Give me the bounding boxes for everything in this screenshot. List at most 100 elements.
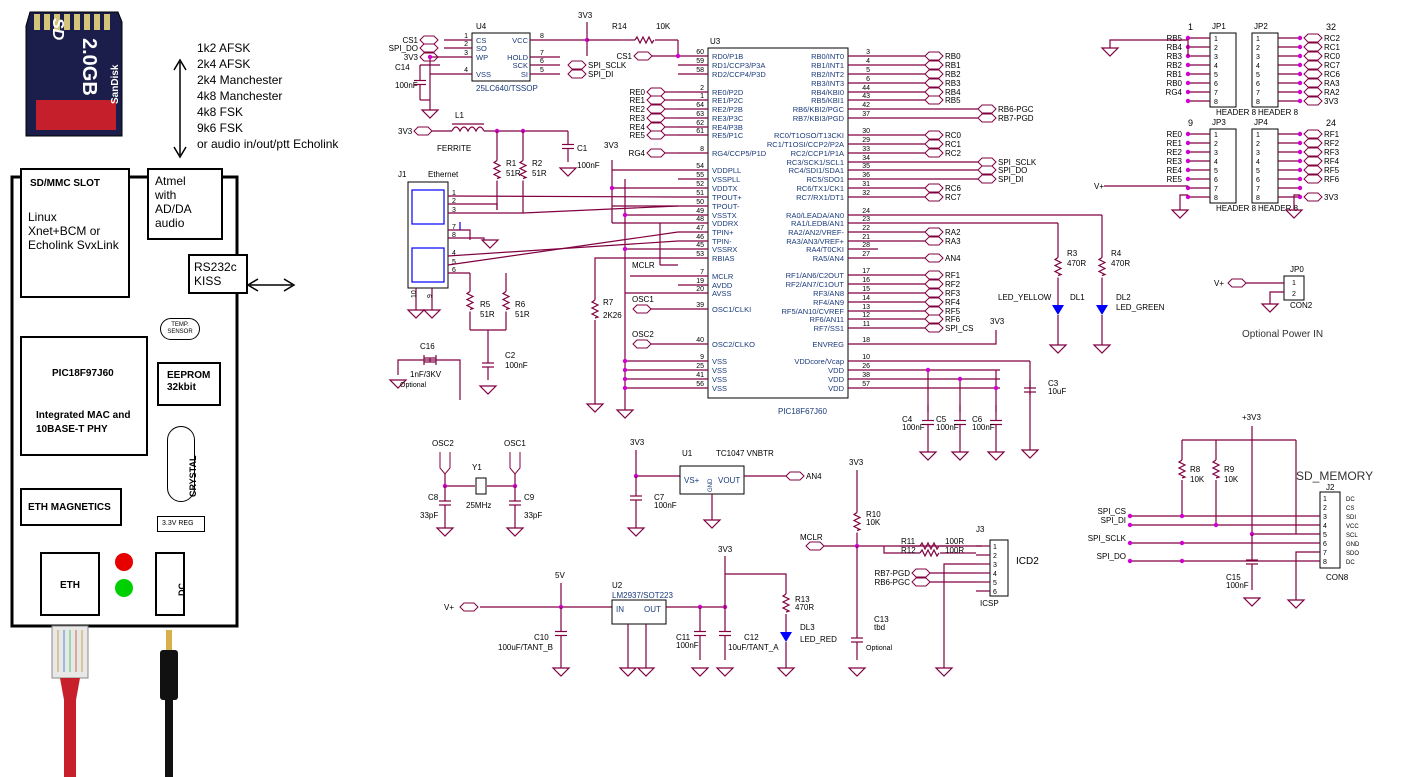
ground-icon [505,527,525,537]
net-label-rb6-pgc: RB6-PGC [874,578,910,587]
net-label: SPI_SCLK [1088,534,1127,543]
pin-number: 2 [452,198,456,205]
junction-dot [1185,62,1191,68]
pin-name: RA4/T0CKI [806,245,844,254]
pin-name: AVSS [712,289,731,298]
r4-ref: R4 [1111,249,1122,258]
header-jp1-label: HEADER 8 [1216,108,1257,117]
resistor-icon [518,160,528,180]
net-tag-icon [924,183,944,193]
pin-number: 6 [1256,81,1260,88]
linux-text: Linux Xnet+BCM or Echolink SvxLink [28,210,119,252]
net-tag-icon [1303,147,1323,157]
net-tag-icon [509,452,521,475]
pin-name: VDDRX [712,219,738,228]
c13-ref: C13 [874,615,889,624]
pin-name: RB6/KBI2/PGC [793,105,845,114]
resistor-icon [852,512,862,532]
pin-name: VSS [476,70,491,79]
net-tag-icon [924,78,944,88]
net-label-re0: RE0 [629,88,645,97]
pin-number: 30 [862,128,870,135]
header-jp3-ref: JP3 [1212,118,1226,127]
pin-number: 6 [866,76,870,83]
pin-name: VSS [712,366,727,375]
pin-number: 29 [862,137,870,144]
net-label-spi_do: SPI_DO [998,166,1027,175]
c9-ref: C9 [524,493,535,502]
pin-number: 1 [1256,132,1260,139]
net-label: RA3 [1324,79,1340,88]
net-tag-icon [646,113,666,123]
pin-number: 18 [862,337,870,344]
net-label-3v3: 3V3 [404,53,419,62]
pin-number: 9 [700,354,704,361]
pin-name: RC4/SDI1/SDA1 [789,166,844,175]
net-tag-icon [785,471,805,481]
net-tag-icon [911,568,931,578]
pin-number: 28 [862,242,870,249]
ground-icon [986,451,1006,461]
wire [943,563,976,668]
net-label-rb4: RB4 [945,88,961,97]
net-tag-icon [1303,156,1323,166]
pin-number: 1 [1323,496,1327,503]
ground-icon [478,385,498,395]
pic-block: PIC18F97J60 Integrated MAC and 10BASE-T … [20,336,148,456]
pin-name: RF2/AN7/C1OUT [786,280,845,289]
resistor-icon [634,35,655,45]
junction-dot [1297,35,1303,41]
net-label-rf6: RF6 [945,315,961,324]
junction-dot [1127,522,1133,528]
net-label-re2: RE2 [629,105,645,114]
ground-icon [558,167,578,177]
net-label-rb7-pgd: RB7-PGD [874,569,910,578]
ground-icon [1284,209,1304,219]
pin-number: 7 [540,50,544,57]
atmel-block: Atmel with AD/DA audio [147,168,223,240]
atmel-line-4: audio [155,216,185,230]
pin-number: 4 [452,250,456,257]
pin-number: 5 [1323,532,1327,539]
r10-value: 10K [866,518,881,527]
net-tag-icon [1303,165,1323,175]
c7-value: 100nF [654,501,677,510]
net-label: RB5 [1166,34,1182,43]
net-label: SPI_DO [1097,552,1126,561]
net-tag-icon [924,306,944,316]
pin-number: 3 [1256,150,1260,157]
net-tag-icon [977,165,997,175]
pin-number: 1 [464,33,468,40]
header-jp1 [1209,32,1237,108]
pin-number: 35 [862,163,870,170]
pin-number: 5 [1214,72,1218,79]
r14-value: 10K [656,22,671,31]
regulator-ic [611,599,667,625]
net-tag-icon [924,279,944,289]
header-jp2 [1251,32,1279,108]
pin-number: 26 [862,363,870,370]
wire [1179,194,1188,210]
net-tag-icon [419,35,439,45]
r11-value: 100R [945,537,964,546]
net-label-3v3: 3V3 [630,438,645,447]
net-tag-icon [924,148,944,158]
linux-line-3: Echolink SvxLink [28,238,119,252]
ground-icon [847,667,867,677]
pin-name: RC6/TX1/CK1 [796,184,844,193]
pin-name: OSC2/CLKO [712,340,755,349]
pin-number: 63 [696,111,704,118]
net-label-re1: RE1 [629,96,645,105]
pin-name: HOLD [507,53,528,62]
net-tag-icon [924,87,944,97]
r9-value: 10K [1224,475,1239,484]
pin-number: 3 [1214,150,1218,157]
pin-number: 55 [696,172,704,179]
junction-dot [1127,540,1133,546]
pin-name: RC0/T1OSO/T13CKI [774,131,844,140]
dl3-value: LED_RED [800,635,837,644]
pin-name: VDD [828,384,844,393]
wire [1251,440,1320,535]
net-tag-icon [924,192,944,202]
net-tag-icon [567,60,587,70]
